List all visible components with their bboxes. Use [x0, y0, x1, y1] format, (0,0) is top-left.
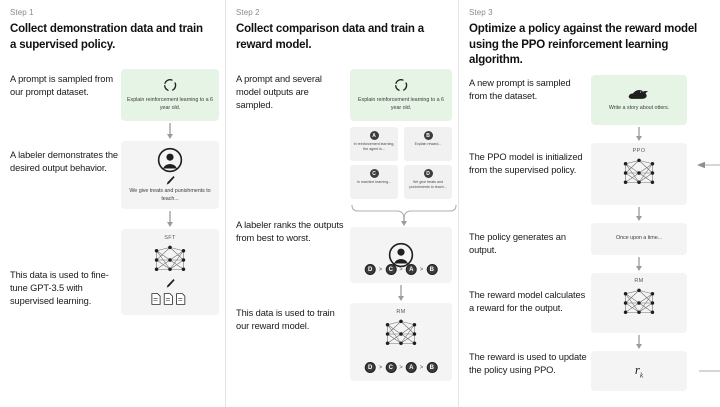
step-1-caption-3: This data is used to fine-tune GPT-3.5 w…	[10, 270, 109, 307]
pen-icon	[166, 175, 175, 186]
step-2-output-d[interactable]: D We give treats and punishments to teac…	[404, 165, 452, 200]
step-3-column: Step 3 Optimize a policy against the rew…	[458, 0, 720, 407]
step-2-output-b[interactable]: B Explain reward...	[404, 127, 452, 162]
step-2-labeler-box[interactable]: D > C > A > B	[350, 227, 452, 284]
rank-2-badge: C	[385, 264, 397, 276]
arrow-down-6	[636, 256, 642, 271]
output-a-text: In reinforcement learning, the agent is.…	[353, 142, 395, 152]
step-2-label: Step 2	[236, 8, 260, 17]
step-2-prompt-text: Explain reinforcement learning to a 6 ye…	[358, 97, 444, 112]
reward-symbol: rk	[634, 361, 644, 380]
documents-icon	[150, 292, 190, 306]
output-c-text: In machine learning...	[356, 180, 392, 185]
step-2-caption-1: A prompt and several model outputs are s…	[236, 74, 322, 111]
arrow-down-7	[636, 334, 642, 349]
rank-sep-3: >	[419, 266, 424, 273]
feedback-loop-arrow	[697, 161, 720, 372]
step-3-output-text: Once upon a time...	[615, 234, 663, 241]
rm-rank-sep-3: >	[419, 364, 424, 371]
output-a-badge: A	[369, 131, 379, 141]
recycle-icon	[162, 77, 178, 93]
rank-4-badge: B	[426, 264, 438, 276]
rank-3-badge: A	[405, 264, 417, 276]
step-2-rm-ranking-row: D > C > A > B	[364, 362, 438, 374]
rank-sep-2: >	[399, 266, 403, 273]
collector-brace	[351, 205, 457, 227]
step-1-sft-title: SFT	[164, 235, 176, 242]
output-d-badge: D	[423, 169, 433, 179]
step-3-label: Step 3	[469, 8, 493, 17]
step-3-caption-3: The policy generates an output.	[469, 231, 566, 255]
step-1-labeler-text: We give treats and punishments to teach.…	[129, 187, 211, 202]
step-3-prompt-text: Write a story about otters.	[608, 104, 670, 111]
step-3-rm-box[interactable]: RM	[591, 272, 687, 333]
arrow-down-4	[636, 126, 642, 141]
step-3-title: Optimize a policy against the reward mod…	[469, 23, 698, 67]
step-3-prompt-box[interactable]: Write a story about otters.	[591, 74, 687, 125]
step-1-caption-1: A prompt is sampled from our prompt data…	[10, 74, 114, 98]
step-1-label: Step 1	[10, 8, 34, 17]
step-2-rm-box[interactable]: RM	[350, 303, 452, 382]
otter-icon	[626, 87, 652, 101]
step-1-prompt-box[interactable]: Explain reinforcement learning to a 6 ye…	[121, 69, 219, 122]
step-3-ppo-title: PPO	[632, 147, 646, 154]
rm-rank-1-badge: D	[364, 362, 376, 374]
person-icon	[157, 147, 183, 173]
neural-network-icon	[149, 243, 191, 277]
step-3-caption-1: A new prompt is sampled from the dataset…	[469, 77, 571, 101]
step-1-prompt-text: Explain reinforcement learning to a 6 ye…	[127, 97, 213, 112]
step-2-title: Collect comparison data and train a rewa…	[236, 23, 424, 51]
step-2-ranking-row: D > C > A > B	[364, 264, 438, 276]
arrow-down-1	[167, 123, 173, 140]
step-3-caption-5: The reward is used to update the policy …	[469, 351, 587, 375]
arrow-down-5	[636, 206, 642, 221]
step-3-caption-4: The reward model calculates a reward for…	[469, 289, 586, 313]
step-1-title: Collect demonstration data and train a s…	[10, 23, 203, 51]
step-1-column: Step 1 Collect demonstration data and tr…	[0, 0, 225, 407]
arrow-down-2	[167, 211, 173, 228]
rm-rank-3-badge: A	[405, 362, 417, 374]
step-1-labeler-box[interactable]: We give treats and punishments to teach.…	[121, 141, 219, 210]
step-3-ppo-box[interactable]: PPO	[591, 142, 687, 205]
output-c-badge: C	[369, 169, 379, 179]
rm-rank-sep-1: >	[378, 364, 383, 371]
person-icon	[388, 242, 414, 268]
step-2-prompt-box[interactable]: Explain reinforcement learning to a 6 ye…	[350, 69, 452, 122]
output-b-badge: B	[423, 131, 433, 141]
step-3-reward-box[interactable]: rk	[591, 350, 687, 391]
rm-rank-4-badge: B	[426, 362, 438, 374]
step-3-output-box[interactable]: Once upon a time...	[591, 222, 687, 255]
step-3-caption-2: The PPO model is initialized from the su…	[469, 151, 583, 175]
step-2-output-a[interactable]: A In reinforcement learning, the agent i…	[350, 127, 398, 162]
recycle-icon	[393, 77, 409, 93]
step-1-caption-2: A labeler demonstrates the desired outpu…	[10, 150, 118, 174]
neural-network-icon	[618, 286, 660, 320]
pen-icon	[166, 278, 175, 289]
neural-network-icon	[380, 317, 422, 351]
rm-rank-2-badge: C	[385, 362, 397, 374]
arrow-down-3	[398, 285, 404, 302]
neural-network-icon	[618, 156, 660, 190]
output-b-text: Explain reward...	[414, 142, 442, 147]
step-2-rm-title: RM	[396, 309, 406, 316]
step-2-caption-3: This data is used to train our reward mo…	[236, 308, 335, 332]
step-2-output-c[interactable]: C In machine learning...	[350, 165, 398, 200]
step-3-rm-title: RM	[634, 277, 644, 284]
rank-1-badge: D	[364, 264, 376, 276]
output-d-text: We give treats and punishments to teach.…	[409, 180, 447, 190]
step-2-caption-2: A labeler ranks the outputs from best to…	[236, 220, 344, 244]
step-2-column: Step 2 Collect comparison data and train…	[225, 0, 458, 407]
step-1-sft-box[interactable]: SFT	[121, 229, 219, 316]
rm-rank-sep-2: >	[399, 364, 403, 371]
rank-sep-1: >	[378, 266, 383, 273]
